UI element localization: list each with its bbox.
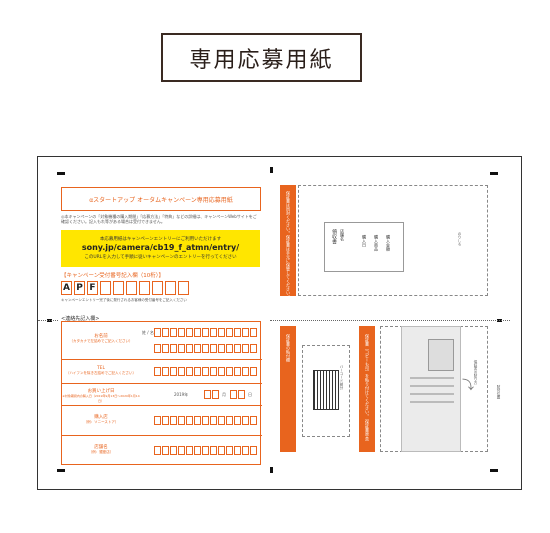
serial-cell[interactable]: [126, 281, 137, 295]
campaign-title: αスタートアップ オータムキャンペーン専用応募用紙: [61, 187, 261, 211]
serial-cell[interactable]: [100, 281, 111, 295]
barcode-icon: [313, 370, 339, 410]
name-sublabel: 姓 / 名: [142, 330, 154, 335]
row-label: お名前 （カタカナで左詰めでご記入ください）: [69, 334, 133, 343]
crop-mark: [490, 172, 498, 175]
fold-line: [270, 320, 510, 321]
form-row-store: 購入店 （例：ソニーストア）: [62, 406, 262, 436]
year-label: 2019年: [174, 392, 189, 397]
side-label: のりしろ: [458, 232, 462, 246]
store-field[interactable]: [154, 416, 258, 425]
form-row-branch: 店舗名 （例：銀座店）: [62, 436, 262, 466]
month-label: 月: [222, 392, 226, 397]
day-field[interactable]: [230, 390, 246, 399]
row-label: 店舗名 （例：銀座店）: [88, 445, 114, 454]
serial-cell: P: [74, 281, 85, 295]
receipt-sample: 領収書 店舗名 購入日 購入商品 購入金額: [324, 222, 404, 272]
serial-cell: F: [87, 281, 98, 295]
tel-field[interactable]: [154, 367, 258, 376]
instruction-strip-top: 保証書は同封ください。保証書は手元に保管してください。: [280, 185, 296, 299]
arrow-note: 保証書の貼り方: [474, 360, 478, 385]
serial-cell[interactable]: [152, 281, 163, 295]
surname-field[interactable]: [154, 328, 258, 337]
crop-mark: [270, 467, 273, 473]
entry-line1: 本応募用紙はキャンペーンエントリーにご利用いただけます: [99, 237, 222, 242]
crop-mark: [270, 167, 273, 173]
crop-mark: [57, 469, 65, 472]
form-row-name: お名前 （カタカナで左詰めでご記入ください） 姓 / 名: [62, 322, 262, 360]
serial-cell[interactable]: [139, 281, 150, 295]
day-label: 日: [248, 392, 252, 397]
entry-url[interactable]: sony.jp/camera/cb19_f_atmn/entry/: [81, 243, 240, 252]
row-label: TEL （ハイフンを除き左詰めでご記入ください）: [66, 366, 136, 375]
firstname-field[interactable]: [154, 344, 258, 353]
serial-label: 【キャンペーン受付番号記入欄（10桁）】: [61, 273, 164, 279]
crop-mark: [57, 172, 65, 175]
form-row-date: お買い上げ日 ※対象期間内の購入日（2019年9月13日〜2020年1月14日）…: [62, 384, 262, 406]
branch-field[interactable]: [154, 446, 258, 455]
entry-url-box: 本応募用紙はキャンペーンエントリーにご利用いただけます sony.jp/came…: [61, 230, 260, 267]
barcode-caption: バーコード部分: [340, 365, 344, 390]
campaign-notes: ◎本キャンペーンの「対象機種の購入期間」「応募方法」「特典」などの詳細は、キャン…: [61, 214, 257, 224]
crop-mark: [490, 469, 498, 472]
serial-cell[interactable]: [178, 281, 189, 295]
curve-arrow-icon: ⤵: [462, 378, 475, 392]
contact-form: お名前 （カタカナで左詰めでご記入ください） 姓 / 名 TEL （ハイフンを除…: [61, 321, 262, 466]
row-label: 購入店 （例：ソニーストア）: [83, 415, 119, 424]
warranty-card-sample: [401, 326, 461, 452]
instruction-strip-lower: 保証書の貼付欄: [280, 326, 296, 452]
serial-cell: A: [61, 281, 72, 295]
row-label: お買い上げ日 ※対象期間内の購入日（2019年9月13日〜2020年1月14日）: [62, 389, 140, 403]
form-row-tel: TEL （ハイフンを除き左詰めでご記入ください）: [62, 360, 262, 384]
page-title: 専用応募用紙: [161, 33, 362, 82]
fold-line: [38, 320, 58, 321]
barcode-paste-area: [302, 345, 350, 437]
serial-note: キャンペーンエントリー完了後に発行されるお客様の受付番号をご記入ください: [61, 298, 187, 302]
month-field[interactable]: [204, 390, 220, 399]
contact-section-label: <連絡先記入欄>: [61, 316, 100, 322]
instruction-strip-warranty: 保証書（コピーも可）を貼り付けてください。（保証書原本）: [359, 326, 375, 452]
serial-cell[interactable]: [165, 281, 176, 295]
side-label: 貼付位置: [497, 385, 501, 399]
entry-line3: このURLを入力して手順に従いキャンペーンのエントリーを行ってください: [84, 255, 237, 260]
receipt-paste-area: [298, 185, 488, 296]
serial-cell[interactable]: [113, 281, 124, 295]
serial-number-field[interactable]: A P F: [61, 281, 191, 295]
